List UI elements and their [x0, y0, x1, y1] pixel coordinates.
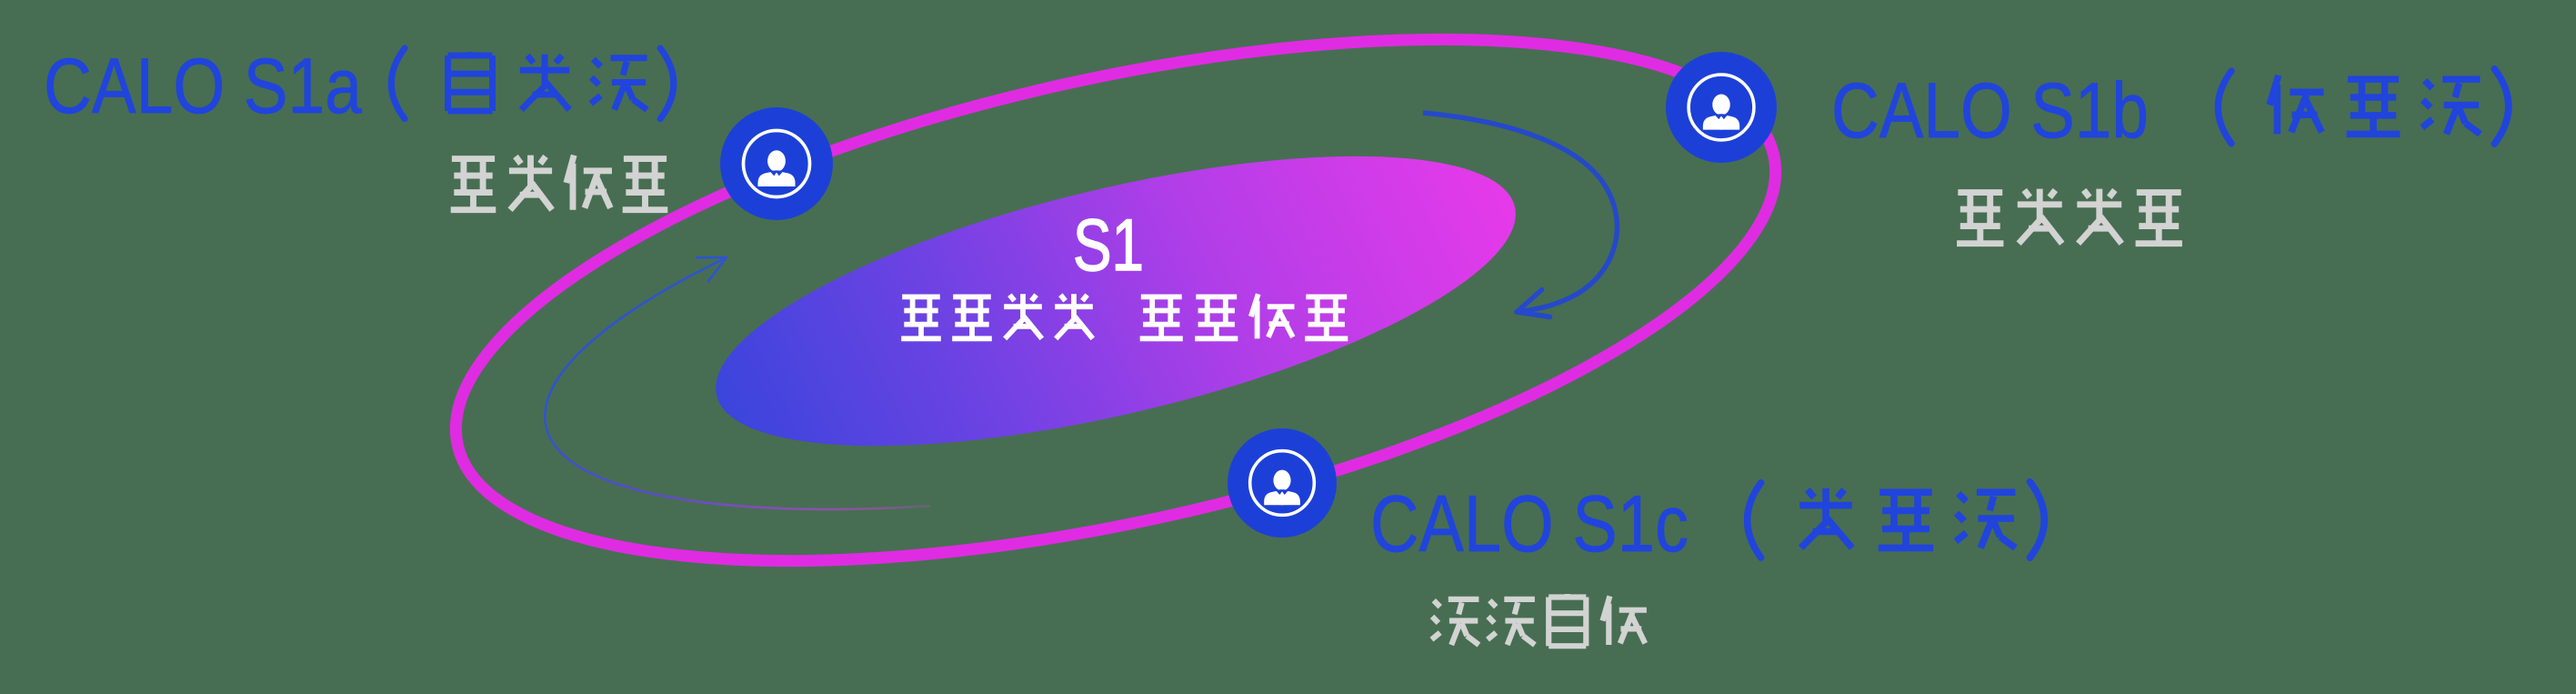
- svg-text:CALO S1a: CALO S1a: [44, 43, 362, 130]
- svg-text:CALO S1b: CALO S1b: [1831, 67, 2149, 155]
- svg-text:S1: S1: [1073, 205, 1144, 287]
- svg-text:CALO S1c: CALO S1c: [1370, 478, 1689, 568]
